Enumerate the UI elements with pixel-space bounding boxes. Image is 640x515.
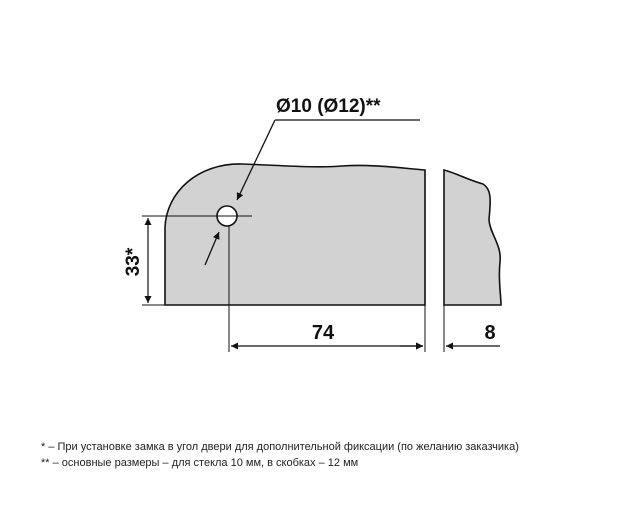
hole-diameter-label: Ø10 (Ø12)** xyxy=(276,96,381,117)
glass-dimension-label: 8 xyxy=(484,322,495,344)
footnote-1: * – При установке замка в угол двери для… xyxy=(41,441,519,453)
height-dimension-label: 33* xyxy=(123,247,144,276)
door-panel xyxy=(164,163,426,306)
diameter-leader-diagonal xyxy=(236,119,276,201)
width-dimension-label: 74 xyxy=(312,322,335,344)
footnote-2: ** – основные размеры – для стекла 10 мм… xyxy=(41,457,359,469)
footnotes: * – При установке замка в угол двери для… xyxy=(41,439,519,471)
diameter-leader-tail xyxy=(204,231,220,266)
glass-panel xyxy=(443,168,502,306)
